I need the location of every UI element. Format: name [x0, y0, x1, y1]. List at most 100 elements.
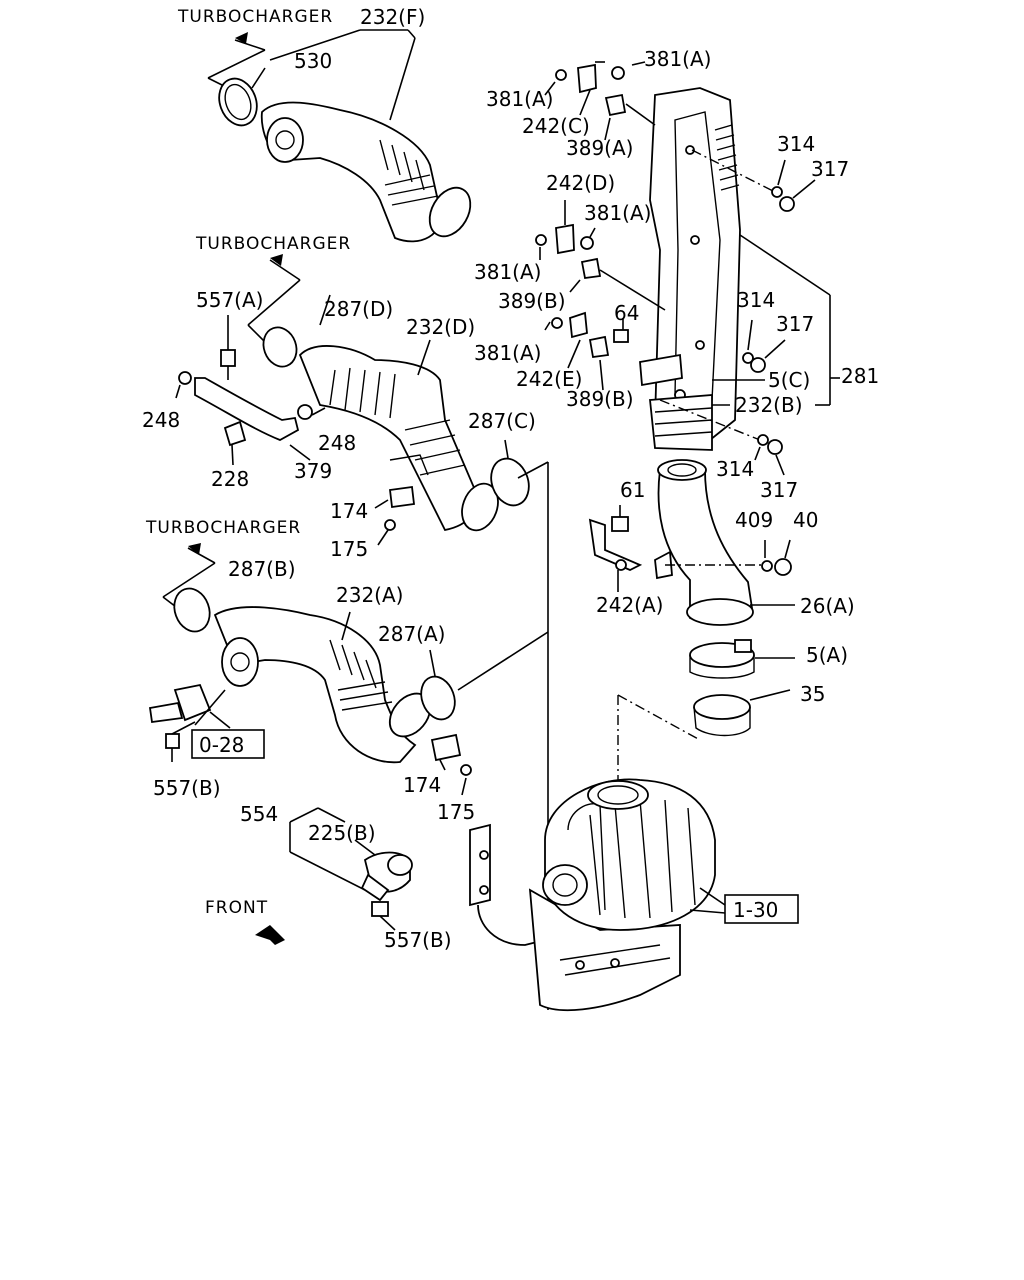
clamp-5a-screw — [734, 639, 752, 653]
hose-232d-end — [461, 482, 499, 532]
sensor-174-2 — [430, 733, 462, 762]
label-381a-top-left: 381(A) — [486, 87, 553, 111]
elbow-bottom-ring — [686, 598, 754, 626]
bracket-242a-tab — [654, 550, 673, 580]
label-242a: 242(A) — [596, 593, 663, 617]
bolt-557a — [220, 349, 236, 367]
support-strap — [477, 904, 546, 946]
label-317-2: 317 — [776, 312, 814, 336]
ref-1-30-label[interactable]: 1-30 — [733, 898, 778, 922]
bolt-64 — [613, 329, 629, 343]
label-381a-mid-right: 381(A) — [584, 201, 651, 225]
label-287a: 287(A) — [378, 622, 445, 646]
fitting-557b — [173, 683, 212, 722]
duct-bracket — [639, 353, 683, 387]
nut-381a-2 — [611, 66, 625, 80]
washer-409 — [761, 560, 773, 572]
ref-0-28-label[interactable]: 0-28 — [199, 733, 244, 757]
label-248-1: 248 — [142, 408, 180, 432]
washer-314-3 — [757, 434, 769, 446]
elbow-top-flange — [657, 459, 707, 481]
label-242d: 242(D) — [546, 171, 615, 195]
clamp-287b — [173, 587, 211, 633]
nut-317-2 — [750, 357, 766, 373]
washer-314-2 — [742, 352, 754, 364]
label-287d: 287(D) — [324, 297, 393, 321]
washer-314 — [771, 186, 783, 198]
label-381a-top-right: 381(A) — [644, 47, 711, 71]
ref-turbocharger-1: TURBOCHARGER — [177, 7, 333, 27]
hose-232a-flange — [221, 637, 259, 687]
label-232d: 232(D) — [406, 315, 475, 339]
mount-bracket-left — [469, 823, 491, 907]
label-287b: 287(B) — [228, 557, 296, 581]
mount-389b — [580, 257, 602, 280]
label-381a-mid-left: 381(A) — [474, 260, 541, 284]
label-40: 40 — [793, 508, 818, 532]
label-64: 64 — [614, 301, 639, 325]
ref-turbocharger-3: TURBOCHARGER — [145, 518, 301, 538]
intake-duct-281 — [649, 87, 741, 441]
ref-box-1-30[interactable] — [724, 894, 799, 924]
label-317-1: 317 — [811, 157, 849, 181]
pipe-379 — [194, 377, 300, 441]
hose-flange — [266, 117, 304, 163]
label-175-1: 175 — [330, 537, 368, 561]
front-label: FRONT — [205, 898, 268, 918]
duct-281-group — [639, 87, 840, 451]
bracket-242e — [569, 311, 588, 339]
seal-ring-35 — [693, 694, 751, 720]
hose-232a-group — [148, 543, 549, 796]
bolt-61 — [611, 516, 629, 532]
label-228: 228 — [211, 467, 249, 491]
label-232b: 232(B) — [735, 393, 803, 417]
label-389a: 389(A) — [566, 136, 633, 160]
bracket-242c — [577, 63, 597, 94]
label-530: 530 — [294, 49, 332, 73]
label-174-1: 174 — [330, 499, 368, 523]
mount-base — [528, 888, 681, 1012]
nut-40 — [774, 558, 792, 576]
label-175-2: 175 — [437, 800, 475, 824]
screw-175-2 — [460, 764, 472, 776]
hose-232f-group — [207, 29, 472, 243]
label-248-2: 248 — [318, 431, 356, 455]
label-557a: 557(A) — [196, 288, 263, 312]
label-381a-low: 381(A) — [474, 341, 541, 365]
bolt-557b-2 — [371, 901, 389, 917]
label-287c: 287(C) — [468, 409, 536, 433]
hose-end-ring — [428, 186, 472, 238]
air-cleaner-group — [469, 778, 726, 1012]
nut-317 — [779, 196, 795, 212]
label-314-1: 314 — [777, 132, 815, 156]
mount-389a — [604, 93, 627, 117]
ref-box-0-28[interactable] — [191, 729, 265, 759]
label-314-3: 314 — [716, 457, 754, 481]
clip-248-2 — [297, 404, 313, 420]
upper-hardware — [535, 61, 816, 476]
clip-248 — [178, 371, 192, 385]
label-379: 379 — [294, 459, 332, 483]
label-61: 61 — [620, 478, 645, 502]
nut-381a-5 — [551, 317, 563, 329]
bracket-242a — [588, 518, 643, 571]
label-35: 35 — [800, 682, 825, 706]
label-5c: 5(C) — [768, 368, 810, 392]
label-557b-1: 557(B) — [153, 776, 221, 800]
sensor-174 — [389, 485, 415, 509]
label-242c: 242(C) — [522, 114, 590, 138]
label-281: 281 — [841, 364, 879, 388]
bracket-242d — [555, 223, 575, 255]
hose-stub — [148, 701, 184, 724]
elbow-group — [588, 459, 795, 785]
label-232a: 232(A) — [336, 583, 403, 607]
ref-turbocharger-2: TURBOCHARGER — [195, 234, 351, 254]
bracket-228 — [223, 420, 247, 447]
label-225b: 225(B) — [308, 821, 376, 845]
clamp-530 — [218, 77, 258, 127]
nut-381a — [555, 69, 567, 81]
clamp-287a — [420, 675, 456, 721]
label-389b-2: 389(B) — [566, 387, 634, 411]
label-554: 554 — [240, 802, 278, 826]
